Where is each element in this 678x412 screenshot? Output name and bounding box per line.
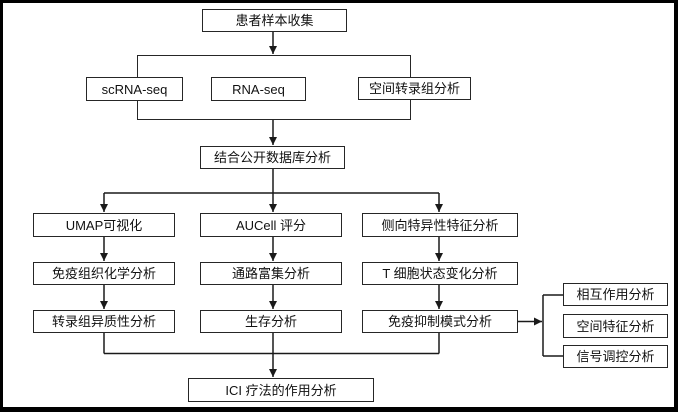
node-transcriptome-heterogeneity-analysis: 转录组异质性分析 <box>33 310 175 333</box>
node-t-cell-state-change-analysis: T 细胞状态变化分析 <box>362 262 518 285</box>
node-patient-sample-collection: 患者样本收集 <box>202 9 347 32</box>
node-scrna-seq: scRNA-seq <box>86 77 183 101</box>
node-spatial-transcriptomics: 空间转录组分析 <box>358 77 471 100</box>
node-survival-analysis: 生存分析 <box>200 310 342 333</box>
node-signal-regulation-analysis: 信号调控分析 <box>563 345 668 368</box>
node-immunosuppression-pattern-analysis: 免疫抑制模式分析 <box>362 310 518 333</box>
node-immunohistochemistry-analysis: 免疫组织化学分析 <box>33 262 175 285</box>
node-lateral-specificity-feature-analysis: 侧向特异性特征分析 <box>362 213 518 237</box>
node-spatial-feature-analysis: 空间特征分析 <box>563 314 668 338</box>
node-pathway-enrichment-analysis: 通路富集分析 <box>200 262 342 285</box>
node-rna-seq: RNA-seq <box>211 77 306 101</box>
node-interaction-analysis: 相互作用分析 <box>563 283 668 306</box>
node-ici-therapy-effect-analysis: ICI 疗法的作用分析 <box>188 378 374 402</box>
node-public-database-analysis: 结合公开数据库分析 <box>200 146 345 169</box>
node-aucell-score: AUCell 评分 <box>200 213 342 237</box>
node-umap-visualization: UMAP可视化 <box>33 213 175 237</box>
